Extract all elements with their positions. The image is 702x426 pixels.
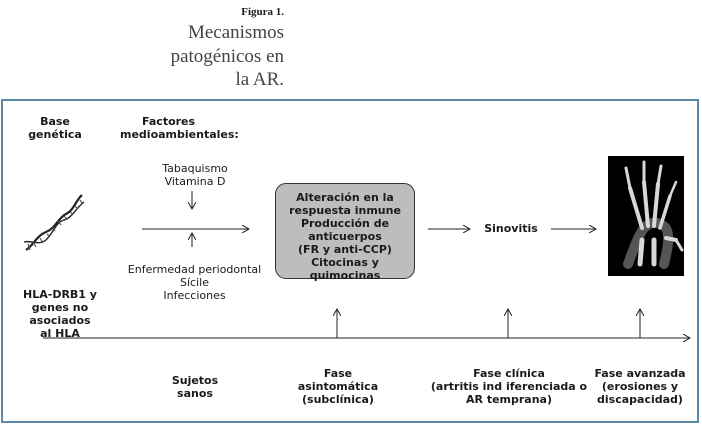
- genetics-caption-line: genes no asociados: [29, 301, 91, 327]
- environment-title-line: Factores: [142, 115, 196, 128]
- factor-item: Tabaquismo: [162, 162, 228, 175]
- dna-helix-icon: [23, 194, 85, 251]
- stage-line: Fase clínica: [473, 367, 545, 380]
- figure-label: Figura 1.: [241, 6, 284, 18]
- immune-alteration-box: [275, 183, 415, 279]
- figure-title-line: patogénicos en: [170, 45, 284, 67]
- environment-top-items: Tabaquismo Vitamina D: [140, 162, 250, 188]
- stage-line: (erosiones y: [601, 380, 679, 393]
- genetics-caption-line: al HLA: [40, 327, 80, 340]
- genetics-title-line: genética: [28, 128, 82, 141]
- immune-alteration-text: Alteración en la respuesta inmune Produc…: [277, 191, 413, 282]
- hand-xray-image: [608, 156, 684, 276]
- stage-line: (artritis ind iferenciada o: [430, 380, 588, 393]
- synovitis-label: Sinovitis: [484, 222, 538, 235]
- factor-item: Infecciones: [163, 289, 226, 302]
- figure-title-line: la AR.: [235, 69, 284, 90]
- figure-title: Mecanismos patogénicos en la AR.: [0, 21, 284, 92]
- immune-line: Citocinas y quimocinas: [309, 256, 381, 282]
- genetics-caption: HLA-DRB1 y genes no asociados al HLA: [10, 288, 110, 340]
- immune-line: respuesta inmune: [289, 204, 401, 217]
- stage-sanos: Sujetos sanos: [160, 374, 230, 400]
- immune-line: anticuerpos: [308, 230, 382, 243]
- factor-item: Vitamina D: [164, 175, 226, 188]
- stage-avanzada: Fase avanzada (erosiones y discapacidad): [594, 367, 686, 406]
- stage-line: Fase avanzada: [594, 367, 686, 380]
- immune-line: Producción de: [300, 217, 390, 230]
- stage-line: (subclínica): [302, 393, 374, 406]
- stage-line: discapacidad): [597, 393, 683, 406]
- stage-line: asintomática: [297, 380, 379, 393]
- environment-title-line: medioambientales:: [120, 128, 239, 141]
- immune-line: (FR y anti-CCP): [298, 243, 392, 256]
- stage-line: AR temprana): [466, 393, 552, 406]
- figure-title-line: Mecanismos: [187, 22, 284, 43]
- factor-item: Sícile: [180, 276, 209, 289]
- environment-bottom-items: Enfermedad periodontal Sícile Infeccione…: [122, 263, 267, 302]
- genetics-caption-line: HLA-DRB1 y: [23, 288, 97, 301]
- immune-line: Alteración en la: [296, 191, 394, 204]
- stage-clinica: Fase clínica (artritis ind iferenciada o…: [424, 367, 594, 406]
- stage-line: Sujetos: [171, 374, 219, 387]
- hand-xray-drawing: [623, 160, 684, 269]
- genetics-title: Base genética: [20, 115, 90, 141]
- genetics-title-line: Base: [40, 115, 70, 128]
- diagram-panel: [1, 99, 699, 423]
- environment-title: Factores medioambientales:: [120, 115, 255, 141]
- factor-item: Enfermedad periodontal: [127, 263, 262, 276]
- stage-line: sanos: [177, 387, 213, 400]
- stage-line: Fase: [323, 367, 353, 380]
- stage-asintomatica: Fase asintomática (subclínica): [292, 367, 384, 406]
